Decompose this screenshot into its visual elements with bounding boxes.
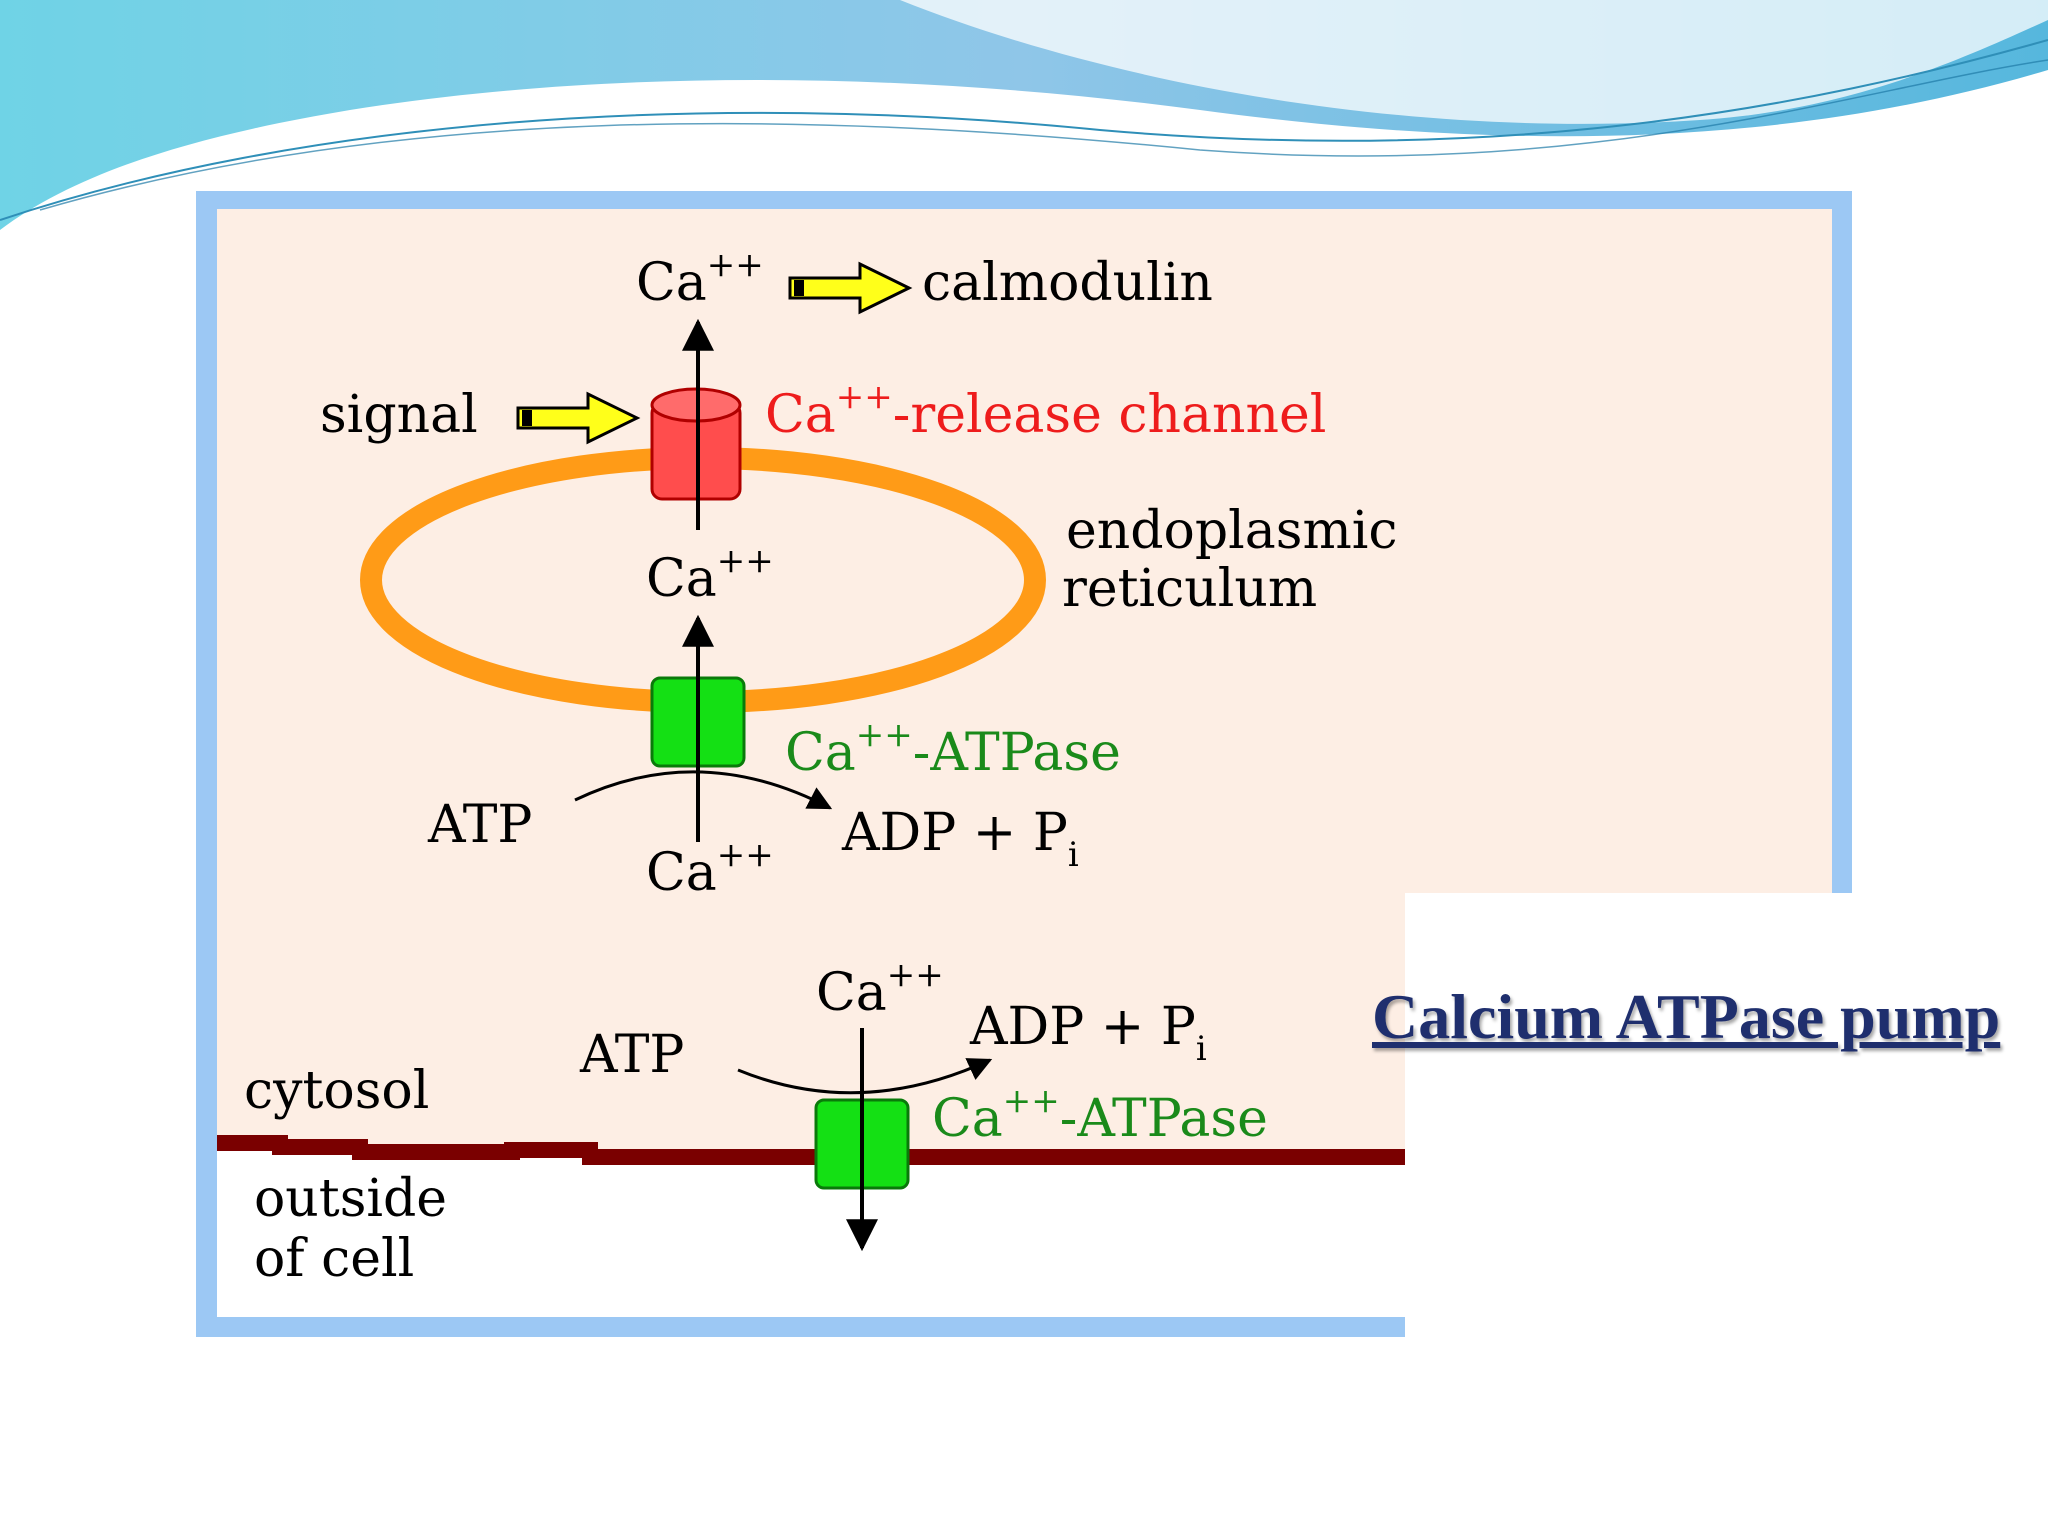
ca-below-er-label: Ca++ — [646, 835, 774, 903]
pm-atpase-label: Ca++-ATPase — [932, 1081, 1268, 1149]
ca-pm-label: Ca++ — [816, 955, 944, 1023]
pm-atp-label: ATP — [579, 1025, 684, 1085]
signal-arrow — [516, 391, 641, 445]
outside-of-cell-zone — [217, 1150, 1407, 1317]
er-label-line2: reticulum — [1062, 559, 1317, 619]
cytosol-label: cytosol — [244, 1061, 429, 1121]
calmodulin-arrow — [788, 261, 913, 315]
er-atp-curve-arrow — [574, 770, 833, 810]
outside-label-line1: outside — [254, 1169, 447, 1229]
calmodulin-label: calmodulin — [922, 253, 1213, 313]
er-label-line1: endoplasmic — [1066, 501, 1398, 561]
ca-inside-er-label: Ca++ — [646, 541, 774, 609]
er-atpase-label: Ca++-ATPase — [785, 715, 1121, 783]
slide-title: Calcium ATPase pump — [1372, 981, 2001, 1052]
title-background-box — [1405, 893, 1853, 1383]
er-adp-label: ADP + Pi — [841, 803, 1079, 875]
outside-label-line2: of cell — [254, 1229, 414, 1289]
pm-adp-label: ADP + Pi — [969, 997, 1207, 1069]
plasma-membrane — [217, 1135, 1405, 1165]
pm-atp-curve-arrow — [737, 1058, 993, 1095]
header-wave-banner — [0, 0, 2048, 230]
ca-top-label: Ca++ — [636, 245, 764, 313]
signal-label: signal — [320, 385, 478, 445]
release-channel-label: Ca++-release channel — [765, 377, 1326, 445]
er-atp-label: ATP — [427, 795, 532, 855]
